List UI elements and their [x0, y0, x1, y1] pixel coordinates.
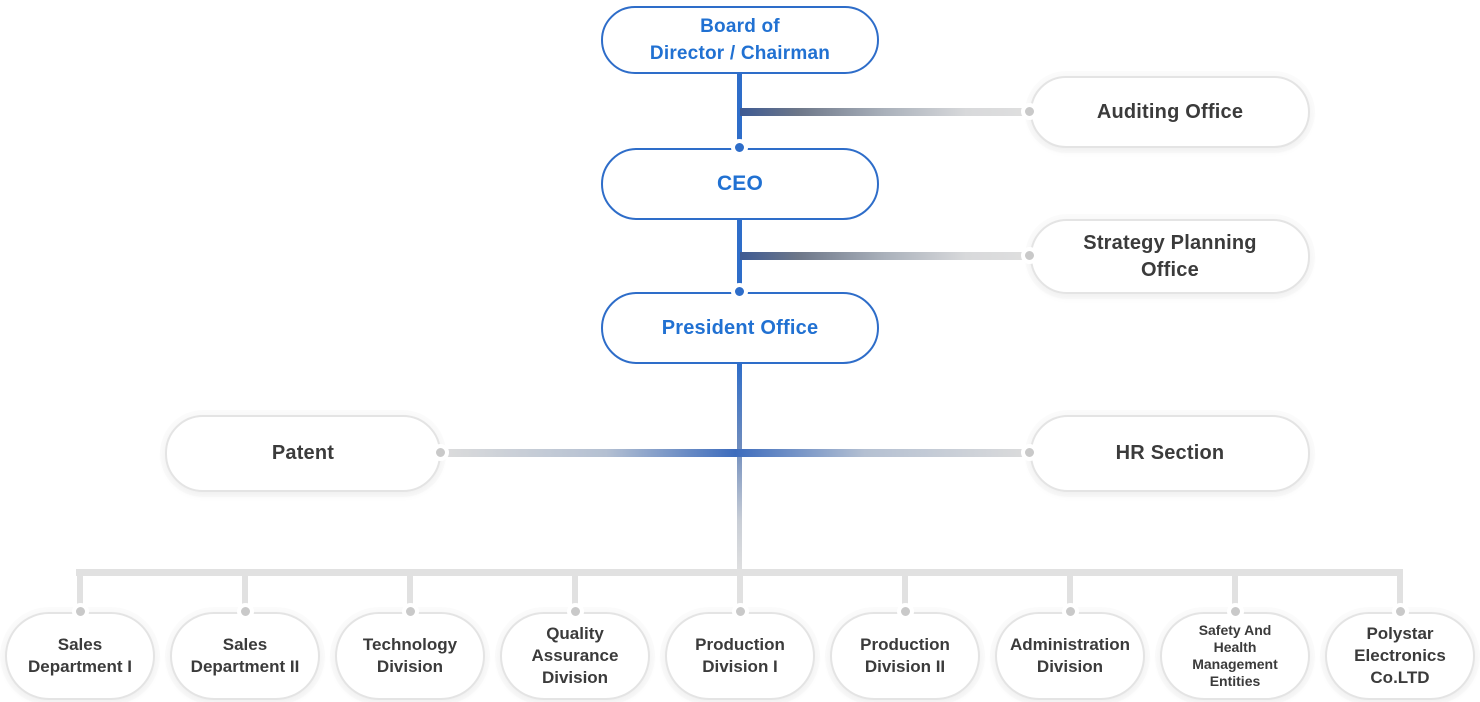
node-president-label: President Office — [661, 316, 819, 339]
department-label: Technology Division — [362, 635, 458, 676]
node-board-label: Board of Director / Chairman — [649, 16, 831, 64]
junction-dot-department — [1391, 603, 1409, 620]
connector-president-departments — [737, 362, 742, 574]
junction-dot-department — [401, 603, 419, 620]
junction-dot-department — [236, 603, 254, 620]
junction-dot-department — [71, 603, 89, 620]
junction-dot-department — [731, 603, 749, 620]
department-box: Safety And Health Management Entities — [1160, 612, 1310, 700]
connector-branch-auditing — [740, 108, 1030, 116]
connector-drop-line — [737, 569, 743, 614]
department-node: Sales Department I — [5, 569, 155, 700]
node-auditing-office: Auditing Office — [1030, 76, 1310, 148]
junction-dot-patent — [432, 444, 449, 461]
department-node: Administration Division — [995, 569, 1145, 700]
junction-dot-auditing — [1021, 103, 1038, 120]
node-board-of-directors: Board of Director / Chairman — [601, 6, 879, 74]
department-box: Production Division II — [830, 612, 980, 700]
junction-dot-ceo — [731, 139, 748, 156]
connector-drop-line — [1397, 569, 1403, 614]
connector-branch-strategy — [740, 252, 1030, 260]
connector-ceo-president — [737, 218, 742, 294]
junction-dot-department — [1226, 603, 1244, 620]
department-box: Technology Division — [335, 612, 485, 700]
node-patent: Patent — [165, 415, 441, 492]
junction-dot-president — [731, 283, 748, 300]
department-label: Production Division II — [860, 635, 950, 676]
department-node: Production Division I — [665, 569, 815, 700]
connector-drop-line — [1232, 569, 1238, 614]
department-box: Production Division I — [665, 612, 815, 700]
connector-drop-line — [242, 569, 248, 614]
department-node: Sales Department II — [170, 569, 320, 700]
department-box: Quality Assurance Division — [500, 612, 650, 700]
department-label: Safety And Health Management Entities — [1192, 622, 1278, 689]
junction-dot-department — [566, 603, 584, 620]
department-label: Sales Department I — [28, 635, 132, 676]
connector-drop-line — [77, 569, 83, 614]
department-label: Sales Department II — [190, 635, 300, 676]
node-strategy-label: Strategy Planning Office — [1083, 231, 1257, 281]
department-box: Sales Department I — [5, 612, 155, 700]
department-label: Production Division I — [695, 635, 785, 676]
connector-drop-line — [407, 569, 413, 614]
connector-drop-line — [902, 569, 908, 614]
department-box: Sales Department II — [170, 612, 320, 700]
department-node: Production Division II — [830, 569, 980, 700]
department-node: Technology Division — [335, 569, 485, 700]
connector-drop-line — [1067, 569, 1073, 614]
junction-dot-department — [1061, 603, 1079, 620]
department-box: Administration Division — [995, 612, 1145, 700]
node-president-office: President Office — [601, 292, 879, 364]
node-strategy-planning-office: Strategy Planning Office — [1030, 219, 1310, 294]
connector-patent-hr — [441, 449, 1030, 457]
department-node: Quality Assurance Division — [500, 569, 650, 700]
connector-board-ceo — [737, 72, 742, 150]
department-box: Polystar Electronics Co.LTD — [1325, 612, 1475, 700]
department-label: Quality Assurance Division — [531, 624, 619, 687]
junction-dot-department — [896, 603, 914, 620]
junction-dot-strategy — [1021, 247, 1038, 264]
junction-dot-hr — [1021, 444, 1038, 461]
node-ceo-label: CEO — [716, 172, 764, 195]
node-auditing-label: Auditing Office — [1096, 100, 1244, 123]
department-label: Polystar Electronics Co.LTD — [1354, 624, 1446, 687]
node-patent-label: Patent — [271, 442, 335, 464]
node-hr-label: HR Section — [1115, 442, 1225, 464]
departments-row: Sales Department I Sales Department II T… — [5, 569, 1475, 700]
node-hr-section: HR Section — [1030, 415, 1310, 492]
department-node: Polystar Electronics Co.LTD — [1325, 569, 1475, 700]
node-ceo: CEO — [601, 148, 879, 220]
department-label: Administration Division — [1010, 635, 1130, 676]
department-node: Safety And Health Management Entities — [1160, 569, 1310, 700]
connector-drop-line — [572, 569, 578, 614]
